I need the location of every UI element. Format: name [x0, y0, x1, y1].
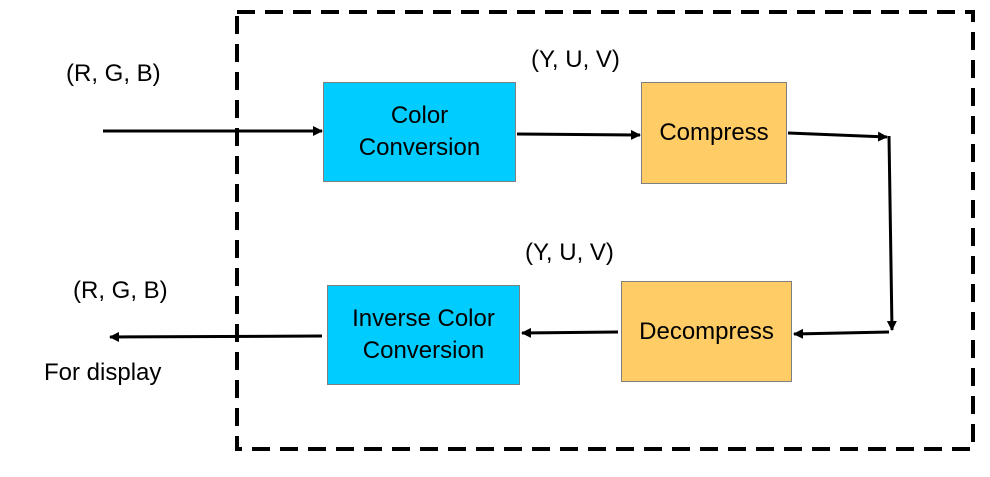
for-display-label: For display [44, 359, 162, 386]
arrow-decompress-to-inverse [521, 327, 619, 338]
color-conversion-label: Color Conversion [358, 102, 481, 161]
decompress-block: Decompress [621, 281, 792, 382]
input-rgb-label: (R, G, B) [66, 60, 161, 87]
compress-block: Compress [641, 82, 787, 184]
inverse-color-conversion-block: Inverse Color Conversion [327, 285, 520, 385]
compress-label: Compress [659, 119, 769, 146]
arrow-color-conversion-to-compress [516, 129, 641, 140]
arrow-compress-to-right-channel [787, 131, 888, 142]
inverse-color-conversion-label: Inverse Color Conversion [352, 305, 495, 364]
arrow-inverse-to-output [109, 331, 323, 342]
system-boundary [235, 10, 975, 451]
yuv-top-label: (Y, U, V) [531, 46, 620, 73]
yuv-bottom-label: (Y, U, V) [525, 239, 614, 266]
decompress-label: Decompress [639, 317, 774, 345]
output-rgb-label: (R, G, B) [73, 277, 168, 304]
color-conversion-block: Color Conversion [323, 82, 516, 182]
arrow-right-channel-down [886, 135, 897, 331]
arrow-right-channel-to-decompress [793, 328, 890, 339]
